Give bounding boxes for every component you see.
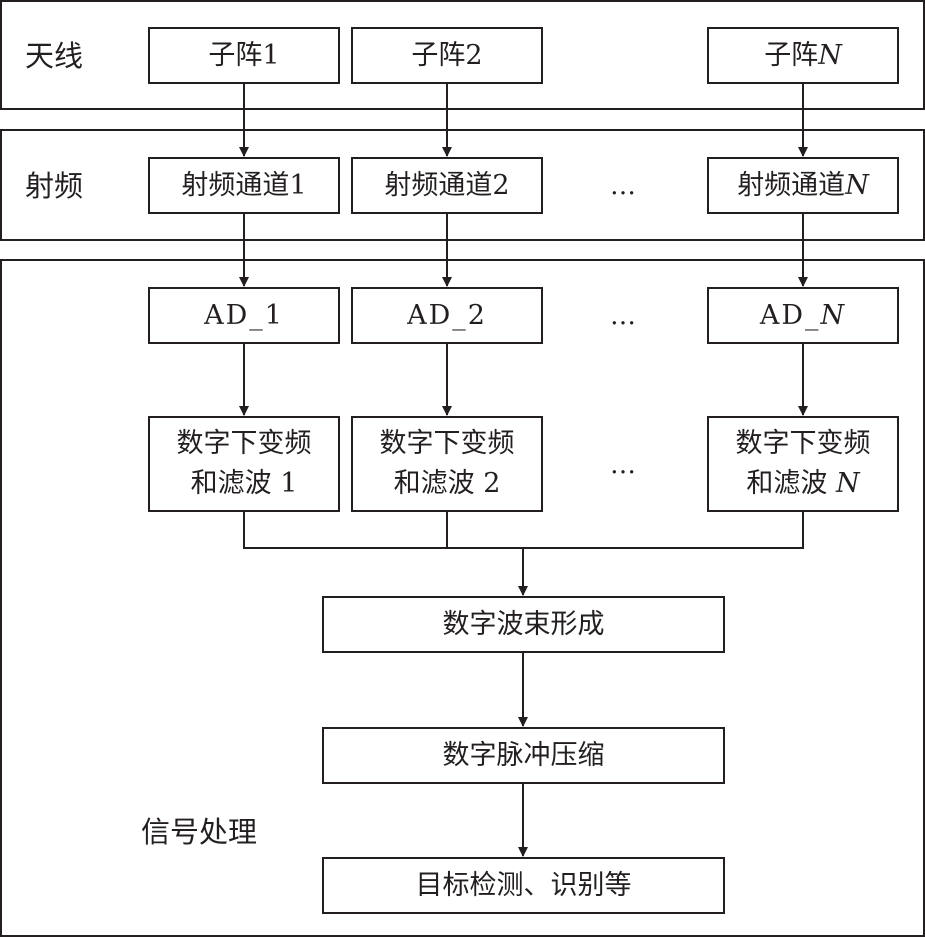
ad-1-text: AD_ [204, 299, 265, 331]
rf-channel-n-index: N [845, 169, 869, 201]
ddc-filter-1-box: 数字下变频 和滤波 1 [148, 416, 340, 512]
ad-1-box: AD_1 [148, 287, 340, 344]
ddc-filter-2-line1: 数字下变频 [379, 428, 515, 459]
ddc-ellipsis: … [610, 450, 637, 480]
subarray-n-text: 子阵 [764, 39, 819, 71]
ddc-filter-n-line1: 数字下变频 [735, 428, 871, 459]
subarray-2-text: 子阵 [411, 39, 466, 71]
subarray-1-text: 子阵 [208, 39, 263, 71]
ddc-filter-2-line2: 和滤波 [393, 468, 484, 499]
ddc-filter-1-line1: 数字下变频 [176, 428, 312, 459]
ddc-filter-2-box: 数字下变频 和滤波 2 [351, 416, 543, 512]
ad-n-index: N [820, 299, 847, 331]
subarray-1-box: 子阵 1 [148, 27, 340, 84]
ddc-filter-1-index: 1 [280, 468, 298, 499]
rf-channel-2-text: 射频通道 [384, 169, 493, 201]
ad-ellipsis: … [610, 301, 637, 331]
subarray-2-index: 2 [465, 39, 483, 71]
ddc-filter-n-line2: 和滤波 [746, 468, 836, 499]
rf-channel-n-text: 射频通道 [737, 169, 846, 201]
rf-section-label: 射频 [25, 169, 84, 203]
ddc-filter-2-index: 2 [483, 468, 501, 499]
subarray-2-box: 子阵 2 [351, 27, 543, 84]
subarray-1-index: 1 [262, 39, 280, 71]
digital-beamforming-box: 数字波束形成 [322, 596, 725, 653]
rf-channel-1-box: 射频通道 1 [148, 157, 340, 214]
ddc-filter-n-box: 数字下变频 和滤波 N [707, 416, 899, 512]
ad-2-text: AD_ [407, 299, 468, 331]
rf-channel-n-box: 射频通道 N [707, 157, 899, 214]
subarray-n-box: 子阵 N [707, 27, 899, 84]
target-detection-box: 目标检测、识别等 [322, 857, 725, 914]
antenna-section-label: 天线 [25, 39, 84, 73]
rf-channel-2-index: 2 [492, 169, 510, 201]
ad-2-box: AD_2 [351, 287, 543, 344]
ddc-filter-1-line2: 和滤波 [190, 468, 281, 499]
rf-channel-1-text: 射频通道 [181, 169, 290, 201]
ad-n-text: AD_ [759, 299, 821, 331]
ad-2-index: 2 [467, 299, 487, 331]
rf-channel-2-box: 射频通道 2 [351, 157, 543, 214]
rf-channel-1-index: 1 [289, 169, 307, 201]
subarray-n-index: N [818, 39, 842, 71]
rf-ellipsis: … [610, 171, 637, 201]
digital-pulse-compression-box: 数字脉冲压缩 [322, 727, 725, 784]
ddc-filter-n-index: N [835, 468, 860, 499]
signal-processing-section-label: 信号处理 [141, 815, 258, 849]
ad-1-index: 1 [264, 299, 284, 331]
ad-n-box: AD_N [707, 287, 899, 344]
